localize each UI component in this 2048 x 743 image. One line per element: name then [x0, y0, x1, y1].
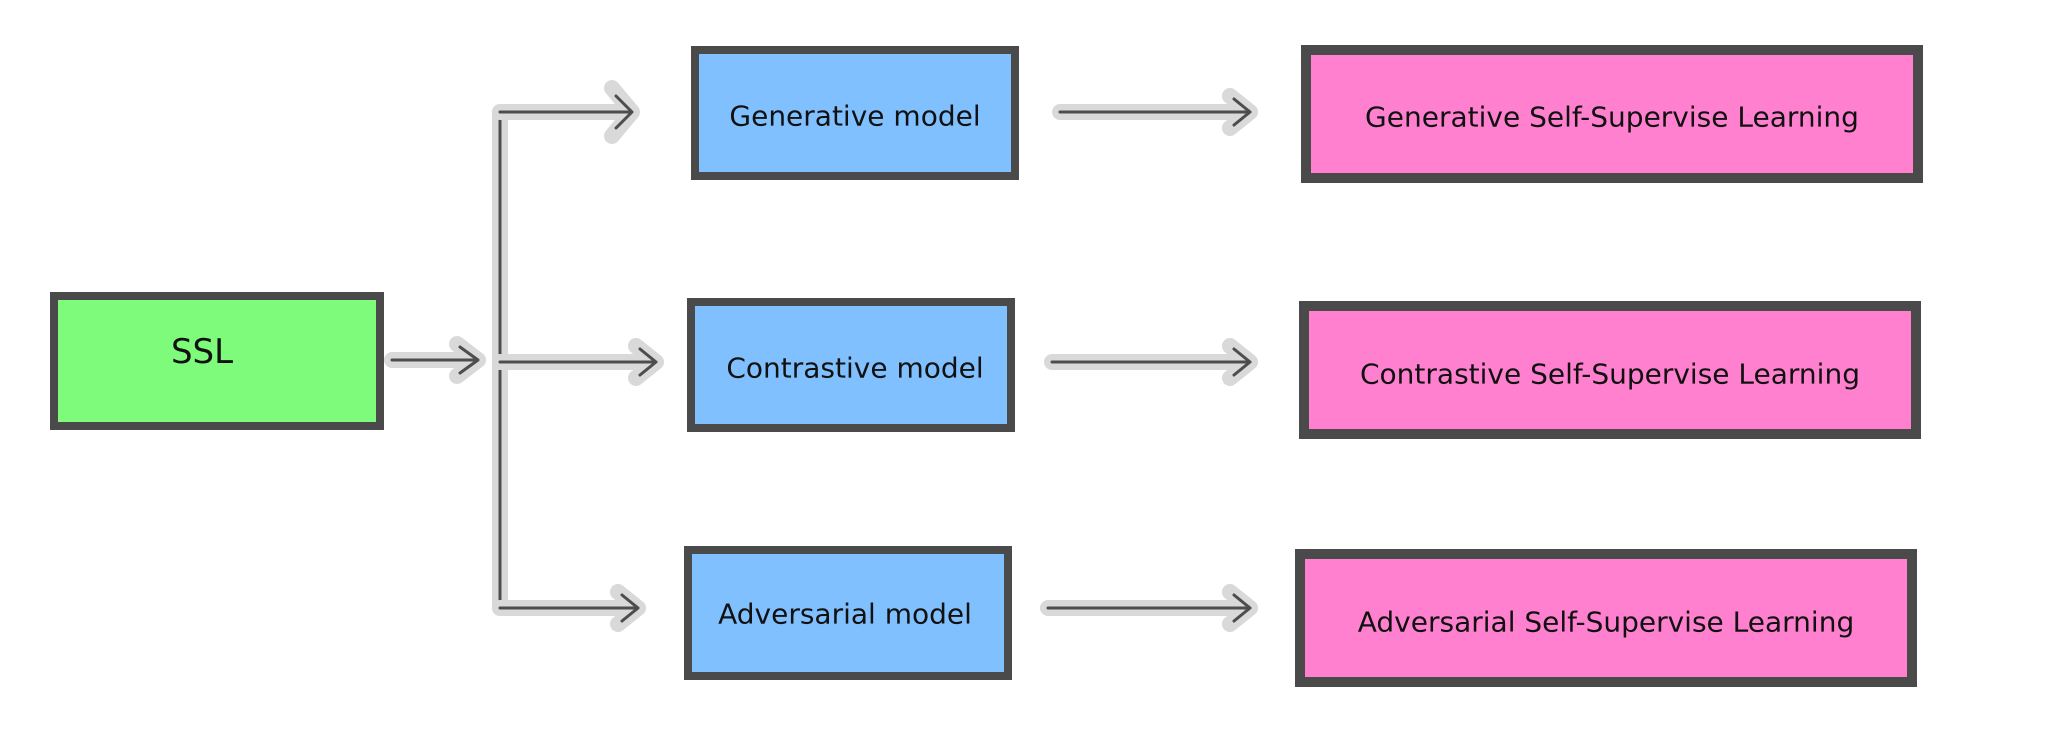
result-node-box	[1295, 549, 1917, 687]
model-node-contrastive: Contrastive model	[687, 298, 1015, 432]
arrow-branch-to-adversarial	[492, 584, 646, 632]
root-node-label: SSL	[171, 332, 233, 372]
result-node-adversarial: Adversarial Self-Supervise Learning	[1295, 549, 1917, 687]
model-node-box	[691, 46, 1019, 180]
root-node-ssl: SSL	[50, 292, 384, 430]
arrow-contrastive-to-result	[1044, 338, 1258, 386]
model-node-adversarial: Adversarial model	[684, 546, 1012, 680]
result-node-generative: Generative Self-Supervise Learning	[1301, 45, 1923, 183]
arrow-branch-to-contrastive	[492, 338, 664, 386]
model-node-generative: Generative model	[691, 46, 1019, 180]
result-node-box	[1299, 301, 1921, 439]
arrow-adversarial-to-result	[1040, 584, 1258, 632]
connectors	[384, 80, 1258, 632]
result-node-contrastive: Contrastive Self-Supervise Learning	[1299, 301, 1921, 439]
model-node-label: Adversarial model	[718, 598, 972, 631]
model-node-label: Generative model	[729, 100, 980, 133]
result-node-label: Contrastive Self-Supervise Learning	[1360, 358, 1860, 391]
root-node-box	[50, 292, 384, 430]
arrow-generative-to-result	[1052, 88, 1258, 136]
result-node-label: Adversarial Self-Supervise Learning	[1358, 606, 1854, 639]
result-node-box	[1301, 45, 1923, 183]
model-node-box	[687, 298, 1015, 432]
arrow-branch-to-generative	[492, 80, 640, 144]
model-node-box	[684, 546, 1012, 680]
result-node-label: Generative Self-Supervise Learning	[1365, 101, 1859, 134]
model-node-label: Contrastive model	[726, 352, 983, 385]
arrow-root-to-branch	[384, 336, 486, 384]
